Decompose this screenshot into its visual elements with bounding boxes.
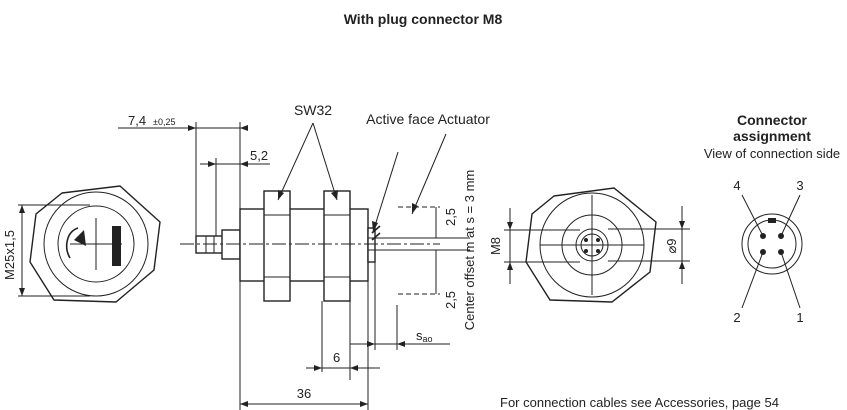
dim-6-label: 6	[333, 350, 340, 365]
front-view-inner-circle	[57, 205, 135, 283]
connector-title-line1: Connector	[737, 112, 808, 128]
offset-label-top: 2,5	[443, 208, 458, 226]
hex-nut-1	[263, 190, 291, 302]
brand-logo	[65, 226, 121, 266]
m8-label: M8	[488, 237, 503, 255]
center-offset-label: Center offset m at s = 3 mm	[462, 170, 477, 331]
connector-inner-ring	[747, 219, 797, 269]
logo-arrow-icon	[74, 230, 86, 246]
offset-label-bottom: 2,5	[443, 291, 458, 309]
pin-1-label: 1	[796, 310, 803, 325]
hex-nut-2	[323, 190, 351, 302]
active-face	[367, 227, 376, 263]
front-view: M25x1,5	[2, 185, 161, 303]
wrench-size-label: SW32	[294, 102, 332, 118]
thread-label: M25x1,5	[2, 230, 17, 280]
dim-5-2-label: 5,2	[250, 148, 268, 163]
connector-key-notch	[768, 218, 776, 223]
connector-subtitle: View of connection side	[704, 146, 840, 161]
dim-7-4-tolerance: ±0,25	[153, 117, 175, 127]
footer-note: For connection cables see Accessories, p…	[500, 395, 779, 410]
pin-2-label: 2	[733, 310, 740, 325]
connector-outer-ring	[741, 213, 803, 275]
dim-36-label: 36	[297, 386, 311, 401]
diameter-9-label: ⌀9	[664, 238, 679, 253]
connector-title-line2: assignment	[733, 128, 811, 144]
rear-view: M8 ⌀9	[488, 187, 690, 303]
pin-4-label: 4	[733, 178, 740, 193]
logo-arc-icon	[65, 227, 79, 259]
s-ao-label: sao	[416, 328, 433, 344]
active-face-label: Active face Actuator	[366, 111, 490, 127]
connector-assignment: Connector assignment View of connection …	[704, 112, 840, 325]
dim-7-4-label: 7,4	[128, 113, 146, 128]
side-view: 2,5 2,5 Center offset m at s = 3 mm SW32…	[118, 102, 490, 410]
front-view-outer-circle	[43, 191, 149, 297]
drawing-title: With plug connector M8	[344, 11, 503, 27]
pin-3-label: 3	[796, 178, 803, 193]
